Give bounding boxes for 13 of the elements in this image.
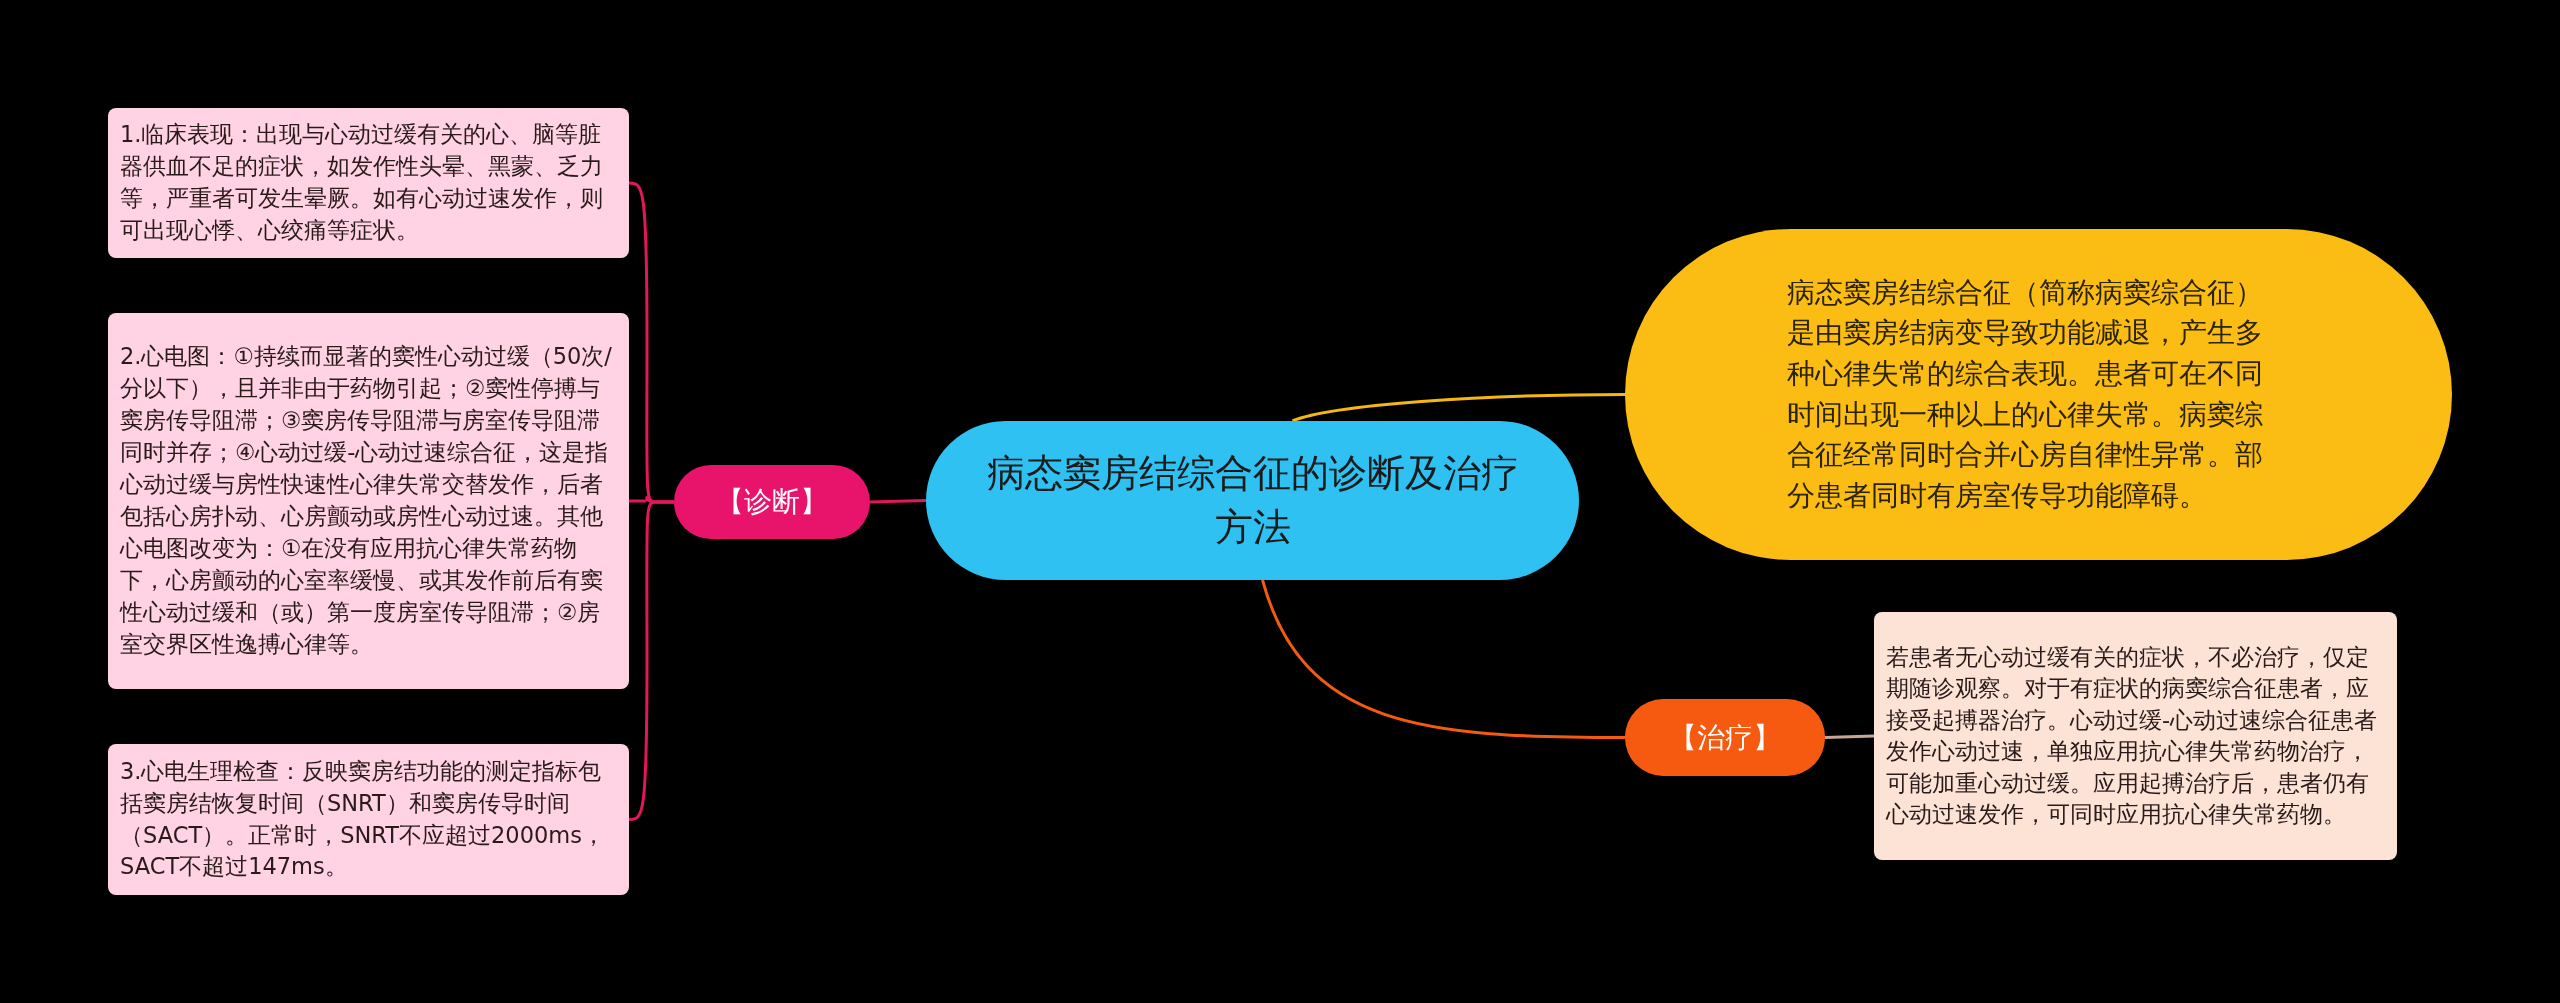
- note-box: 若患者无心动过缓有关的症状，不必治疗，仅定期随诊观察。对于有症状的病窦综合征患者，应接受起搏器治疗。心动过缓-心动过速综合征患者发作心动过速，单独应用抗心律失常药物治疗，可能加重心动过缓。应用起搏治疗后，患者仍有心动过速发作，可同时应用抗心律失常药物。: [1874, 612, 2397, 860]
- connector-line: [1292, 393, 1625, 423]
- connector-line: [628, 500, 674, 821]
- connector-line: [1824, 734, 1875, 739]
- topic-box: 病态窦房结综合征的诊断及治疗方法: [926, 421, 1579, 580]
- note-box: 1.临床表现：出现与心动过缓有关的心、脑等脏器供血不足的症状，如发作性头晕、黑蒙、乏力等，严重者可发生晕厥。如有心动过速发作，则可出现心悸、心绞痛等症状。: [108, 108, 629, 258]
- note-box: 2.心电图：①持续而显著的窦性心动过缓（50次/分以下），且并非由于药物引起；②窦性停搏与窦房传导阻滞；③窦房传导阻滞与房室传导阻滞同时并存；④心动过缓-心动过速综合征，这是指心动过缓与房性快速性心律失常交替发作，后者包括心房扑动、心房颤动或房性心动过速。其他心电图改变为：①在没有应用抗心律失常药物下，心房颤动的心室率缓慢、或其发作前后有窦性心动过缓和（或）第一度房室传导阻滞；②房室交界区性逸搏心律等。: [108, 313, 629, 689]
- summary-box: 病态窦房结综合征（简称病窦综合征）是由窦房结病变导致功能减退，产生多种心律失常的综合表现。患者可在不同时间出现一种以上的心律失常。病窦综合征经常同时合并心房自律性异常。部分患者同时有房室传导功能障碍。: [1625, 229, 2452, 560]
- branch-box: 【治疗】: [1625, 699, 1825, 776]
- note-box: 3.心电生理检查：反映窦房结功能的测定指标包括窦房结恢复时间（SNRT）和窦房传导时间（SACT）。正常时，SNRT不应超过2000ms，SACT不超过147ms。: [108, 744, 629, 895]
- connector-line: [1261, 579, 1625, 739]
- connector-line: [869, 499, 927, 504]
- branch-box: 【诊断】: [674, 465, 870, 539]
